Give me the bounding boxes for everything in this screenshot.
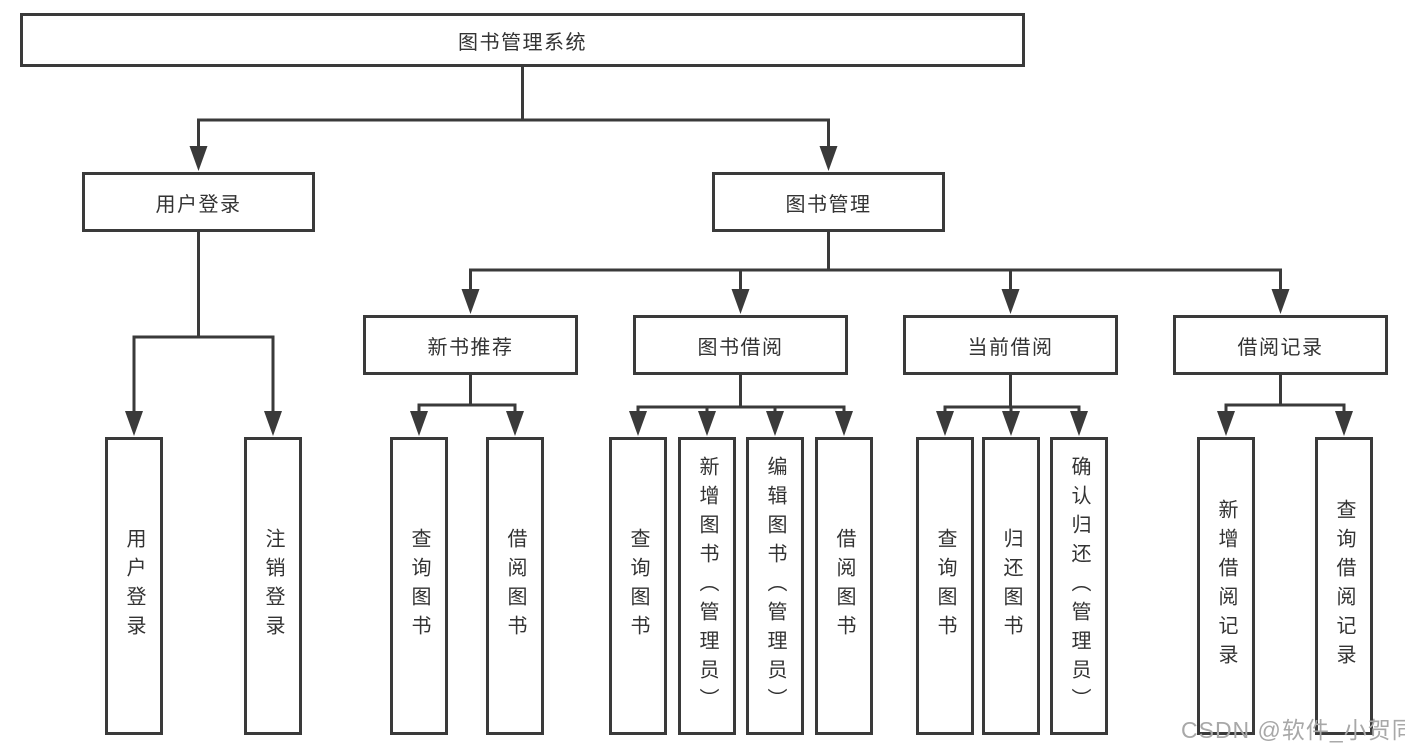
leaf-user-login: 用户登录 <box>105 437 163 735</box>
leaf-bb-query-books: 查询图书 <box>609 437 667 735</box>
node-book-borrow-label: 图书借阅 <box>697 336 784 359</box>
leaf-nb-query-books: 查询图书 <box>390 437 448 735</box>
node-root-label: 图书管理系统 <box>458 31 587 54</box>
node-current-borrow: 当前借阅 <box>903 315 1118 375</box>
leaf-cb-return-books-label: 归还图书 <box>1000 528 1022 644</box>
node-book-borrow: 图书借阅 <box>633 315 848 375</box>
leaf-bb-add-books-admin-label: 新增图书（管理员） <box>696 455 718 717</box>
leaf-nb-borrow-books: 借阅图书 <box>486 437 544 735</box>
leaf-br-query-record: 查询借阅记录 <box>1315 437 1373 735</box>
leaf-br-add-record: 新增借阅记录 <box>1197 437 1255 735</box>
leaf-bb-query-books-label: 查询图书 <box>627 528 649 644</box>
leaf-bb-add-books-admin: 新增图书（管理员） <box>678 437 736 735</box>
node-book-mgmt: 图书管理 <box>712 172 945 232</box>
edge-borrow-records-children <box>1217 373 1353 436</box>
leaf-bb-edit-books-admin: 编辑图书（管理员） <box>746 437 804 735</box>
leaf-cb-query-books-label: 查询图书 <box>934 528 956 644</box>
edge-user-login-children <box>125 232 282 436</box>
edge-new-book-rec-children <box>410 373 524 436</box>
leaf-nb-borrow-books-label: 借阅图书 <box>504 528 526 644</box>
node-user-login: 用户登录 <box>82 172 315 232</box>
node-book-mgmt-label: 图书管理 <box>785 193 872 216</box>
node-current-borrow-label: 当前借阅 <box>967 336 1054 359</box>
leaf-cb-confirm-return-admin-label: 确认归还（管理员） <box>1068 455 1090 717</box>
edge-book-borrow-children <box>629 373 853 436</box>
edge-book-mgmt-children <box>461 232 1290 314</box>
node-new-book-rec-label: 新书推荐 <box>427 336 514 359</box>
leaf-user-login-label: 用户登录 <box>123 528 145 644</box>
leaf-cb-confirm-return-admin: 确认归还（管理员） <box>1050 437 1108 735</box>
node-user-login-label: 用户登录 <box>155 193 242 216</box>
csdn-watermark: CSDN @软件_小贺同学 <box>1181 717 1405 743</box>
leaf-bb-edit-books-admin-label: 编辑图书（管理员） <box>764 455 786 717</box>
leaf-cb-query-books: 查询图书 <box>916 437 974 735</box>
leaf-logout: 注销登录 <box>244 437 302 735</box>
node-new-book-rec: 新书推荐 <box>363 315 578 375</box>
node-borrow-records-label: 借阅记录 <box>1237 336 1324 359</box>
leaf-br-query-record-label: 查询借阅记录 <box>1333 499 1355 673</box>
leaf-bb-borrow-books: 借阅图书 <box>815 437 873 735</box>
leaf-logout-label: 注销登录 <box>262 528 284 644</box>
edge-root-to-level2 <box>189 66 838 171</box>
leaf-br-add-record-label: 新增借阅记录 <box>1215 499 1237 673</box>
edge-current-borrow-children <box>936 373 1088 436</box>
node-borrow-records: 借阅记录 <box>1173 315 1388 375</box>
leaf-bb-borrow-books-label: 借阅图书 <box>833 528 855 644</box>
node-root: 图书管理系统 <box>20 13 1025 67</box>
leaf-nb-query-books-label: 查询图书 <box>408 528 430 644</box>
leaf-cb-return-books: 归还图书 <box>982 437 1040 735</box>
